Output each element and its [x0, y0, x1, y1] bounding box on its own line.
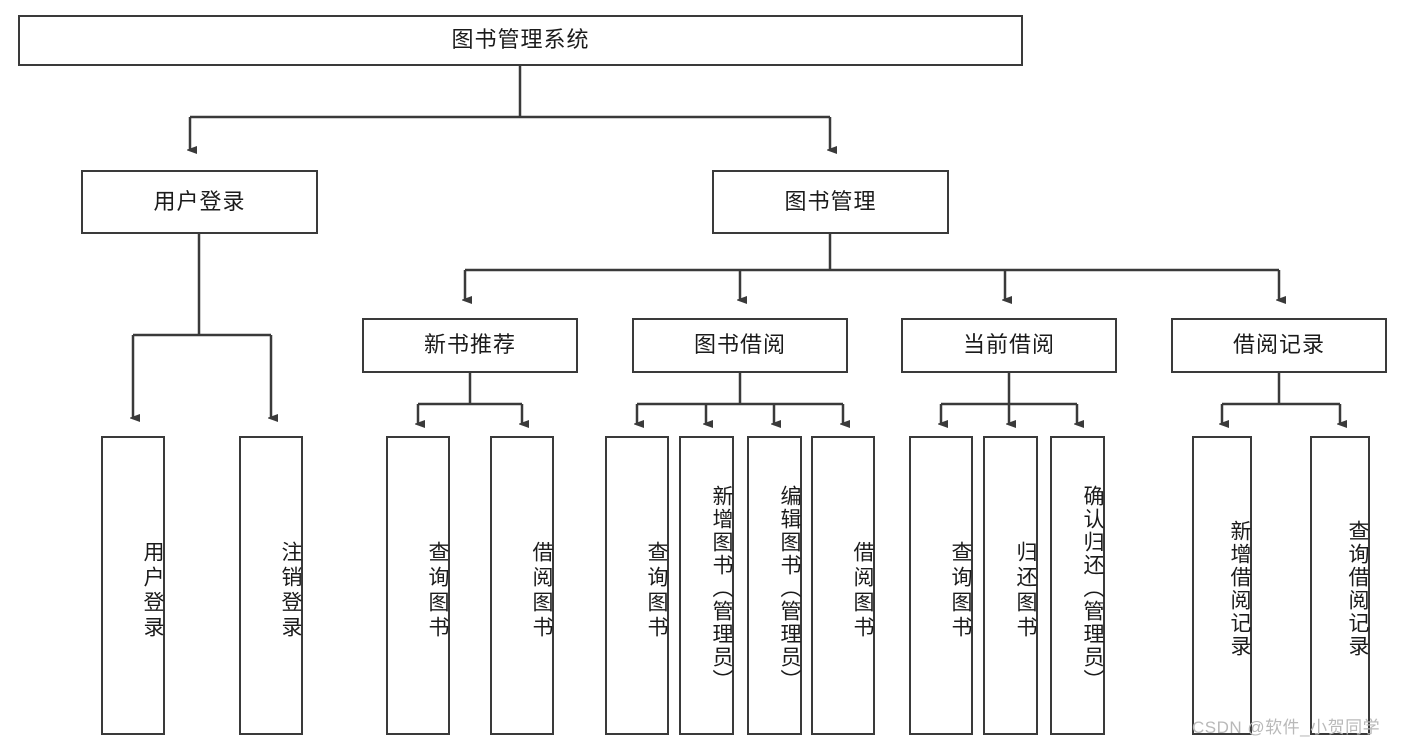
leaf-current-query-book[interactable]: 查询图书: [909, 436, 973, 735]
node-label: 查询借阅记录: [1346, 519, 1369, 658]
leaf-borrow-borrow-book[interactable]: 借阅图书: [811, 436, 875, 735]
leaf-current-confirm-return-admin[interactable]: 确认归还（管理员）: [1050, 436, 1105, 735]
node-label: 确认归还（管理员）: [1081, 485, 1104, 692]
leaf-current-return-book[interactable]: 归还图书: [983, 436, 1038, 735]
leaf-record-add-record[interactable]: 新增借阅记录: [1192, 436, 1252, 735]
leaf-borrow-edit-book-admin[interactable]: 编辑图书（管理员）: [747, 436, 802, 735]
leaf-user-login-login[interactable]: 用户登录: [101, 436, 165, 735]
node-label: 新书推荐: [423, 332, 516, 358]
leaf-recommend-borrow-book[interactable]: 借阅图书: [490, 436, 554, 735]
node-label: 图书管理系统: [451, 27, 590, 53]
leaf-borrow-add-book-admin[interactable]: 新增图书（管理员）: [679, 436, 734, 735]
node-label: 编辑图书（管理员）: [778, 485, 801, 692]
node-label: 新增图书（管理员）: [710, 485, 733, 692]
watermark-text: CSDN @软件_小贺同学: [1192, 718, 1381, 737]
node-book-management[interactable]: 图书管理: [712, 170, 949, 234]
node-label: 借阅图书: [851, 540, 874, 641]
node-label: 查询图书: [426, 540, 449, 641]
node-label: 查询图书: [645, 540, 668, 641]
node-root-system[interactable]: 图书管理系统: [18, 15, 1023, 66]
node-current-borrow[interactable]: 当前借阅: [901, 318, 1117, 373]
leaf-user-login-logout[interactable]: 注销登录: [239, 436, 303, 735]
node-label: 图书管理: [784, 188, 877, 214]
node-label: 用户登录: [141, 540, 164, 641]
node-label: 借阅记录: [1232, 332, 1325, 358]
leaf-record-query-record[interactable]: 查询借阅记录: [1310, 436, 1370, 735]
leaf-recommend-query-book[interactable]: 查询图书: [386, 436, 450, 735]
node-user-login[interactable]: 用户登录: [81, 170, 318, 234]
node-label: 注销登录: [279, 540, 302, 641]
node-borrow-record[interactable]: 借阅记录: [1171, 318, 1387, 373]
node-label: 查询图书: [949, 540, 972, 641]
node-label: 借阅图书: [530, 540, 553, 641]
node-label: 用户登录: [153, 188, 246, 214]
node-new-book-recommend[interactable]: 新书推荐: [362, 318, 578, 373]
leaf-borrow-query-book[interactable]: 查询图书: [605, 436, 669, 735]
node-label: 当前借阅: [962, 332, 1055, 358]
node-book-borrow[interactable]: 图书借阅: [632, 318, 848, 373]
node-label: 新增借阅记录: [1228, 519, 1251, 658]
node-label: 图书借阅: [693, 332, 786, 358]
node-label: 归还图书: [1014, 540, 1037, 641]
